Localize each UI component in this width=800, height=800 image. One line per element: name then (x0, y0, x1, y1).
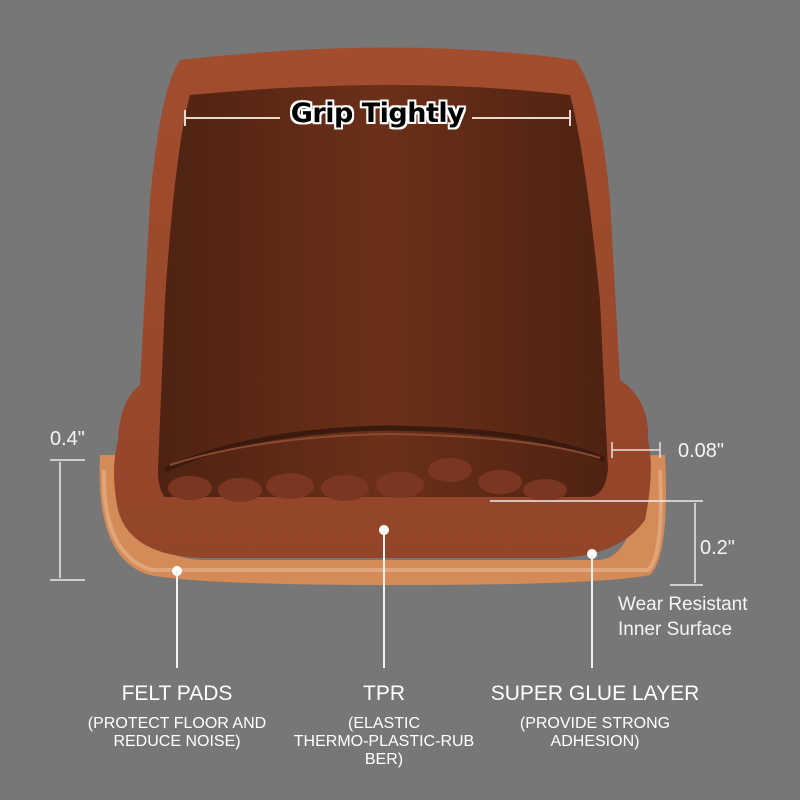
callout-subtitle: (PROTECT FLOOR AND REDUCE NOISE) (57, 715, 297, 751)
base-thickness-label: 0.2" (700, 537, 735, 559)
wear-resistant-note: Wear Resistant Inner Surface (618, 592, 748, 642)
callout-felt-pads: FELT PADS (PROTECT FLOOR AND REDUCE NOIS… (57, 681, 297, 751)
callout-tpr: TPR (ELASTIC THERMO-PLASTIC-RUB BER) (274, 681, 494, 769)
callout-subtitle-line: THERMO-PLASTIC-RUB (293, 733, 475, 750)
wall-thickness-label: 0.08" (678, 440, 725, 462)
callout-subtitle: (ELASTIC THERMO-PLASTIC-RUB BER) (274, 715, 494, 769)
callout-leaders (172, 525, 597, 668)
callout-super-glue-layer: SUPER GLUE LAYER (PROVIDE STRONG ADHESIO… (470, 681, 720, 751)
base-dimension-line (490, 500, 703, 586)
grip-tightly-title: Grip Tightly (290, 98, 465, 129)
callout-subtitle-line: (PROTECT FLOOR AND (87, 715, 267, 732)
callout-subtitle-line: BER) (364, 751, 404, 768)
inner-cavity (158, 85, 608, 497)
height-dimension-line (50, 459, 85, 581)
callout-title: FELT PADS (121, 682, 233, 705)
callout-title: SUPER GLUE LAYER (490, 682, 700, 705)
callout-subtitle-line: (PROVIDE STRONG (519, 715, 671, 732)
wall-dimension-line (611, 442, 661, 458)
callout-subtitle-line: (ELASTIC (347, 715, 420, 732)
callout-title: TPR (363, 682, 405, 705)
height-dimension-label: 0.4" (50, 428, 85, 450)
callout-subtitle-line: ADHESION) (550, 733, 640, 750)
callout-subtitle: (PROVIDE STRONG ADHESION) (470, 715, 720, 751)
side-note-line: Inner Surface (618, 619, 733, 640)
grip-dimension-line (184, 110, 571, 126)
side-note-line: Wear Resistant (618, 594, 748, 615)
callout-subtitle-line: REDUCE NOISE) (113, 733, 241, 750)
grip-nubs (168, 458, 567, 502)
